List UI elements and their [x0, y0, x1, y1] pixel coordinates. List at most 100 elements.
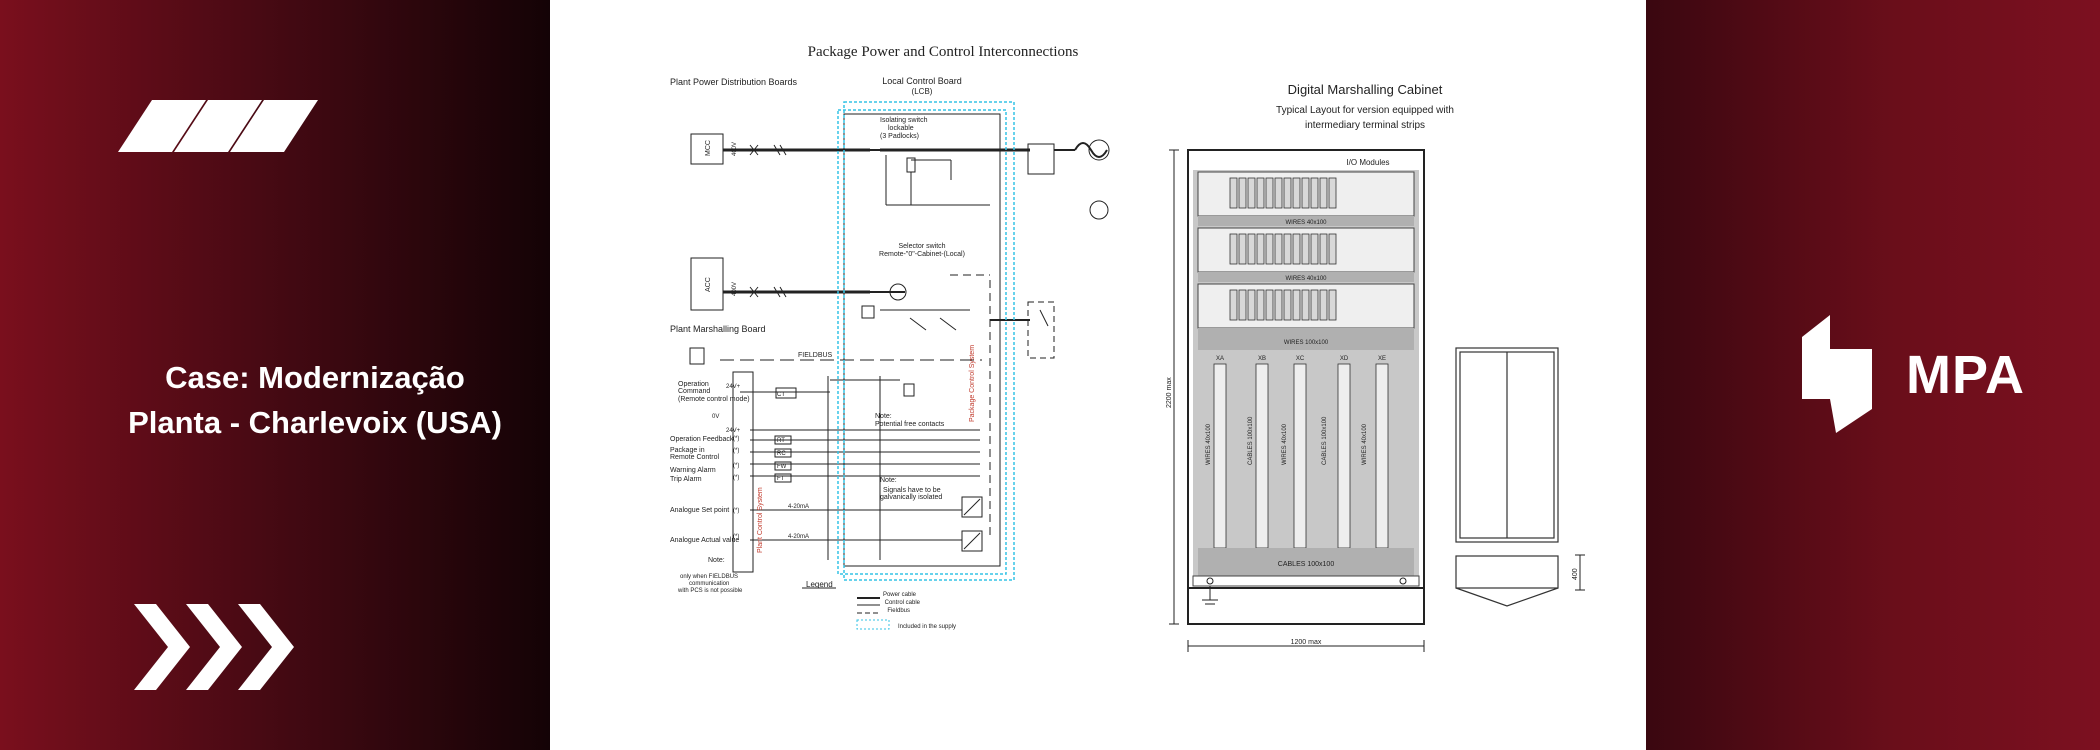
- package-remote-label-2: Remote Control: [670, 454, 719, 461]
- code-rc: RC: [777, 451, 786, 457]
- analogue-set-label: Analogue Set point: [670, 507, 729, 514]
- star-3: (*): [733, 463, 739, 469]
- potential-free-label: Potential free contacts: [875, 421, 945, 428]
- lcb-label: Local Control Board: [882, 76, 962, 86]
- io-module: [1265, 233, 1274, 265]
- io-module: [1319, 233, 1328, 265]
- wires-100-label: WIRES 100x100: [1284, 340, 1329, 346]
- cabinet-subtitle-2: intermediary terminal strips: [1305, 120, 1425, 131]
- package-control-system-label: Package Control System: [969, 345, 976, 422]
- diagram-panel: Package Power and Control Interconnectio…: [550, 0, 1646, 750]
- io-module: [1247, 233, 1256, 265]
- io-module: [1301, 289, 1310, 321]
- fieldbus-note-2: communication: [689, 581, 729, 587]
- io-module: [1328, 233, 1337, 265]
- operation-command-label: Operation: [678, 381, 709, 388]
- v24-label-1: 24V+: [726, 384, 741, 390]
- lcb-abbr: (LCB): [912, 87, 933, 96]
- package-remote-label: Package in: [670, 447, 705, 454]
- column-xb: XB: [1258, 356, 1266, 362]
- acc-label: ACC: [705, 277, 712, 292]
- fieldbus-note-3: with PCS is not possible: [677, 588, 743, 594]
- io-module: [1265, 177, 1274, 209]
- cables-100-label: CABLES 100x100: [1278, 561, 1335, 568]
- io-module: [1229, 289, 1238, 321]
- vertical-cables-1: CABLES 100x100: [1248, 416, 1254, 465]
- v0-label: 0V: [712, 414, 719, 420]
- star-6: (*): [733, 534, 739, 540]
- io-module: [1256, 289, 1265, 321]
- plant-marshalling-label: Plant Marshalling Board: [670, 324, 766, 334]
- acc-box: [690, 257, 724, 311]
- star-1: (*): [733, 436, 739, 442]
- star-2: (*): [733, 448, 739, 454]
- io-module: [1328, 289, 1337, 321]
- supply-boundary: [837, 101, 1015, 581]
- io-module: [1328, 177, 1337, 209]
- io-module: [1319, 177, 1328, 209]
- note-label-1: Note:: [875, 413, 892, 420]
- legend-title: Legend: [806, 580, 833, 589]
- column-xe: XE: [1378, 356, 1386, 362]
- cabinet-title: Digital Marshalling Cabinet: [1288, 82, 1443, 97]
- voltage-mcc: 400V: [732, 142, 738, 156]
- io-module: [1283, 177, 1292, 209]
- analogue-actual-label: Analogue Actual value: [670, 537, 739, 544]
- io-module: [1229, 177, 1238, 209]
- note-label-2: Note:: [880, 477, 897, 484]
- voltage-acc: 400V: [732, 282, 738, 296]
- io-modules-label: I/O Modules: [1346, 158, 1389, 167]
- column-xc: XC: [1296, 356, 1305, 362]
- plant-control-system-label: Plant Control System: [757, 487, 764, 553]
- terminal-strip: [1375, 363, 1389, 549]
- io-module: [1292, 233, 1301, 265]
- case-title-line1: Case: Modernização: [165, 360, 465, 395]
- vertical-wires-1: WIRES 40x100: [1206, 423, 1212, 465]
- code-fw: FW: [777, 464, 787, 470]
- trip-alarm-label: Trip Alarm: [670, 476, 702, 483]
- legend-power: Power cable: [883, 592, 917, 598]
- selector-switch-label: Selector switch: [898, 243, 945, 250]
- io-module: [1238, 233, 1247, 265]
- remote-mode-label: (Remote control mode): [678, 396, 750, 403]
- diagonal-stripes-icon: [118, 100, 318, 152]
- io-module: [1238, 289, 1247, 321]
- io-module: [1229, 233, 1238, 265]
- io-module: [1283, 289, 1292, 321]
- io-module: [1310, 289, 1319, 321]
- cabinet-front-view: [1455, 347, 1559, 607]
- operation-feedback-label: Operation Feedback: [670, 436, 734, 443]
- io-module: [1247, 289, 1256, 321]
- fieldbus-label: FIELDBUS: [798, 352, 833, 359]
- note-label-3: Note:: [708, 557, 725, 564]
- legend-fieldbus: Fieldbus: [887, 608, 910, 614]
- wires-40-label-1: WIRES 40x100: [1285, 220, 1327, 226]
- io-module: [1256, 177, 1265, 209]
- io-module: [1292, 289, 1301, 321]
- terminal-strip: [1337, 363, 1351, 549]
- io-module: [1274, 289, 1283, 321]
- selector-modes-label: Remote-"0"-Cabinet-(Local): [879, 251, 965, 258]
- case-title-line2: Planta - Charlevoix (USA): [128, 405, 502, 440]
- case-title: Case: Modernização Planta - Charlevoix (…: [0, 355, 630, 445]
- cabinet-outline: [1187, 149, 1425, 625]
- mcc-label: MCC: [705, 140, 712, 156]
- io-module: [1274, 233, 1283, 265]
- ma-label-2: 4-20mA: [788, 534, 809, 540]
- io-module-strips: [1229, 177, 1337, 321]
- isolating-switch-label: Isolating switch: [880, 117, 928, 124]
- triple-chevron-icon: [134, 604, 294, 690]
- terminal-strip: [1293, 363, 1307, 549]
- fieldbus-note-1: only when FIELDBUS: [680, 574, 738, 580]
- io-module: [1319, 289, 1328, 321]
- warning-alarm-label: Warning Alarm: [670, 467, 716, 474]
- io-module: [1310, 177, 1319, 209]
- width-dimension: 1200 max: [1291, 639, 1322, 646]
- star-4: (*): [733, 475, 739, 481]
- ma-label-1: 4-20mA: [788, 504, 809, 510]
- terminal-strip: [1255, 363, 1269, 549]
- io-module: [1256, 233, 1265, 265]
- io-module: [1238, 177, 1247, 209]
- plant-power-label: Plant Power Distribution Boards: [670, 77, 798, 87]
- io-module: [1301, 177, 1310, 209]
